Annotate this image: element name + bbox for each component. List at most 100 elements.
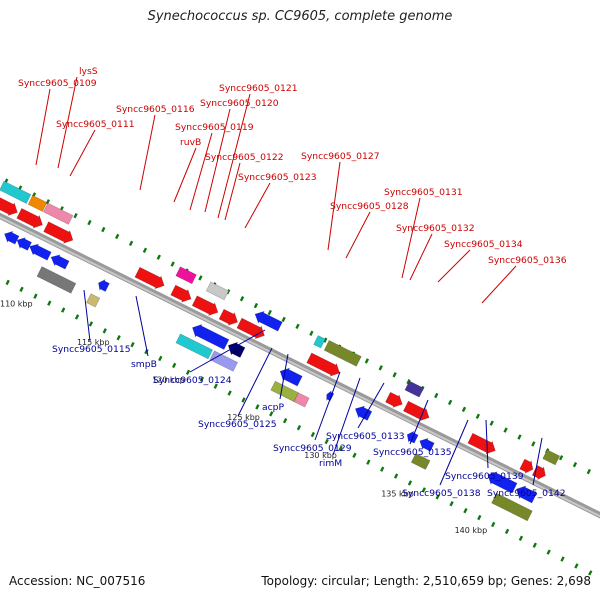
tick-mark [338, 445, 343, 452]
reverse-gene [410, 453, 431, 470]
tick-mark [392, 372, 397, 378]
tick-mark [323, 337, 328, 343]
forward-gene-label: Syncc9605_0136 [488, 255, 567, 266]
reverse-gene-label-leader [279, 353, 289, 400]
reverse-gene-label: Syncc9605_0133 [326, 431, 405, 442]
tick-mark [185, 369, 191, 375]
tick-mark [61, 307, 66, 313]
upper-tick-row [4, 178, 591, 475]
forward-gene-label: Syncc9605_0116 [116, 104, 195, 115]
tick-mark [74, 314, 80, 320]
reverse-gene-label: Syncc9605_0125 [198, 419, 277, 430]
reverse-gene [293, 392, 310, 408]
reverse-gene-label: Syncc9605_0139 [445, 471, 524, 482]
tick-mark [586, 468, 591, 475]
forward-gene-label: Syncc9605_0128 [330, 201, 409, 212]
reverse-gene-label: Syncc9605_0135 [373, 447, 452, 458]
tick-mark [255, 404, 260, 410]
forward-gene-label: Syncc9605_0121 [219, 83, 298, 94]
tick-mark [588, 570, 593, 576]
tick-mark [546, 549, 551, 555]
reverse-gene-label-leader [332, 377, 361, 456]
tick-mark [532, 542, 537, 548]
forward-gene [218, 308, 238, 326]
forward-gene-label-leader [437, 249, 471, 283]
tick-mark [574, 563, 579, 569]
reverse-gene [487, 471, 518, 494]
forward-gene [191, 295, 219, 317]
forward-gene-label-leader [244, 182, 271, 229]
forward-gene-label: lysS [79, 66, 98, 77]
scale-label: 130 kbp [304, 451, 337, 460]
genome-backbone-highlight [0, 215, 600, 518]
reverse-gene-label: smpB [131, 359, 157, 370]
reverse-gene-label-leader [135, 295, 149, 357]
forward-gene-label: ruvB [180, 137, 201, 148]
tick-mark [310, 431, 315, 438]
tick-mark [198, 275, 203, 281]
reverse-gene-label-leader [485, 419, 489, 469]
tick-mark [324, 438, 329, 445]
tick-mark [380, 466, 385, 472]
reverse-gene [354, 405, 373, 421]
tick-mark [241, 397, 246, 403]
tick-mark [128, 240, 134, 247]
tick-mark [88, 321, 94, 327]
tick-mark [101, 226, 106, 233]
reverse-gene-label: acpP [262, 402, 285, 413]
forward-gene [205, 281, 230, 301]
forward-gene [531, 464, 546, 481]
scale-label: 135 kbp [381, 490, 414, 499]
reverse-gene-label: Syncc9605_0142 [487, 488, 566, 499]
forward-gene-label-leader [224, 162, 241, 221]
forward-gene [27, 194, 48, 212]
tick-mark [296, 424, 302, 431]
forward-gene [254, 310, 283, 332]
reverse-gene-label: Syncc9605_0115 [52, 344, 131, 355]
lower-tick-row [5, 279, 593, 576]
forward-gene-label-leader [139, 114, 156, 191]
reverse-gene-label-leader [357, 382, 385, 429]
tick-mark [407, 480, 413, 486]
forward-gene [323, 339, 362, 367]
tick-mark [503, 427, 508, 433]
reverse-gene-label: Syncc9605_0129 [273, 443, 352, 454]
tick-mark [199, 376, 205, 382]
tick-mark [5, 279, 10, 286]
tick-mark [73, 213, 78, 219]
forward-gene-label: Syncc9605_0109 [18, 78, 97, 89]
tick-mark [352, 452, 357, 458]
forward-gene [306, 352, 340, 377]
forward-gene-label: Syncc9605_0119 [175, 122, 254, 133]
reverse-gene-label-leader [189, 329, 266, 373]
tick-mark [33, 293, 38, 299]
forward-gene [16, 207, 43, 229]
forward-gene [134, 266, 165, 290]
tick-mark [102, 328, 107, 334]
reverse-gene [406, 430, 419, 444]
forward-gene [542, 449, 561, 466]
reverse-gene [16, 237, 32, 251]
tick-mark [435, 494, 440, 500]
tick-mark [449, 501, 454, 507]
tick-mark [406, 378, 411, 385]
tick-mark [378, 365, 383, 371]
tick-mark [463, 507, 468, 514]
scale-label: 140 kbp [455, 526, 488, 535]
tick-mark [87, 219, 92, 226]
reverse-gene-label: Syncc9605_0138 [402, 488, 481, 499]
tick-mark [491, 521, 496, 528]
forward-gene-label-leader [173, 147, 197, 203]
tick-mark [517, 434, 522, 440]
forward-gene-label-leader [57, 76, 78, 169]
tick-mark [267, 309, 272, 316]
reverse-gene-label: rimM [319, 458, 342, 469]
forward-gene-label: Syncc9605_0122 [205, 152, 284, 163]
reverse-gene-label-leader [439, 419, 469, 486]
forward-gene [43, 221, 74, 244]
tick-mark [572, 461, 578, 468]
reverse-gene [36, 266, 77, 294]
reverse-gene [175, 333, 213, 360]
tick-mark [393, 473, 399, 479]
forward-gene [42, 202, 74, 225]
